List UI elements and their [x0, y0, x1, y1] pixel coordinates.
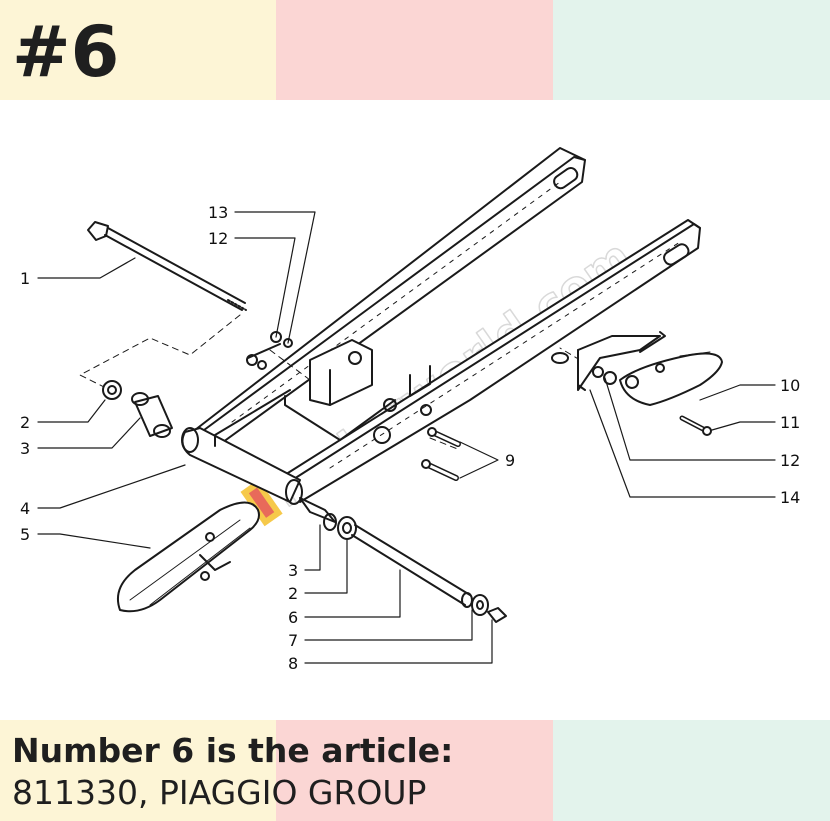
part-small-bolts-upper: [246, 331, 293, 370]
band-segment-yellow: [0, 720, 276, 821]
band-segment-mint: [553, 0, 830, 100]
leader-lines: [37, 211, 776, 664]
callout-7: 7: [288, 631, 298, 650]
callout-12-right: 12: [780, 451, 800, 470]
band-segment-yellow: [0, 0, 276, 100]
callout-1: 1: [20, 269, 30, 288]
callout-3-left: 3: [20, 439, 30, 458]
part-bolts-9: [421, 427, 461, 481]
assembly-lines: [79, 314, 581, 451]
part-bushing-left: [102, 380, 173, 438]
callout-14: 14: [780, 488, 800, 507]
callout-3-axle: 3: [288, 561, 298, 580]
part-chain-adjuster: [577, 331, 723, 436]
callout-2-left: 2: [20, 413, 30, 432]
exploded-parts-diagram: motorworld.com: [20, 147, 800, 673]
band-segment-pink: [276, 720, 553, 821]
callout-6: 6: [288, 608, 298, 627]
callout-4: 4: [20, 499, 30, 518]
caption-title: Number 6 is the article:: [12, 731, 454, 770]
callout-9: 9: [505, 451, 515, 470]
caption-subtitle: 811330, PIAGGIO GROUP: [12, 773, 427, 812]
article-caption: Number 6 is the article: 811330, PIAGGIO…: [12, 730, 453, 814]
swingarm-frame: [181, 147, 701, 505]
part-chain-guard: [116, 501, 260, 613]
callout-5: 5: [20, 525, 30, 544]
top-color-band: [0, 0, 830, 100]
band-segment-pink: [276, 0, 553, 100]
band-segment-mint: [553, 720, 830, 821]
callout-10: 10: [780, 376, 800, 395]
callout-labels: 1 2 3 4 5 13 12 3 2 6 7 8 9 10 11 12 14: [20, 203, 800, 673]
callout-13: 13: [208, 203, 228, 222]
item-number-badge: #6: [12, 11, 120, 93]
bottom-color-band: [0, 720, 830, 821]
callout-2-axle: 2: [288, 584, 298, 603]
callout-12-upper: 12: [208, 229, 228, 248]
callout-11: 11: [780, 413, 800, 432]
part-axle-assembly: [299, 497, 507, 623]
part-long-bolt: [87, 221, 247, 311]
callout-8: 8: [288, 654, 298, 673]
